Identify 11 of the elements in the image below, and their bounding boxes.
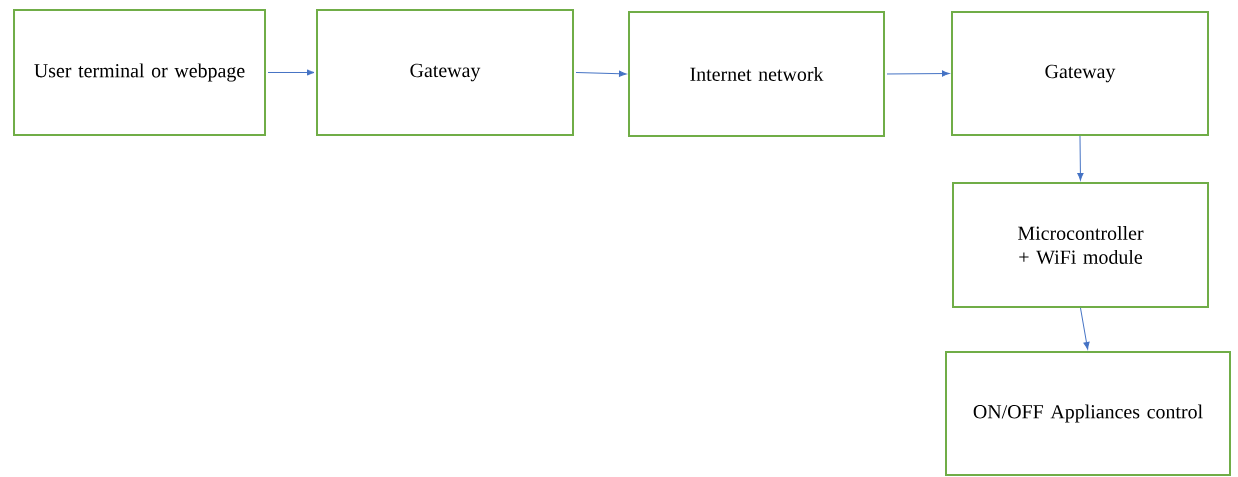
process-box: Gateway — [951, 11, 1209, 136]
process-box: User terminal or webpage — [13, 9, 266, 136]
arrow — [267, 69, 315, 76]
arrow — [1077, 135, 1084, 181]
process-box: ON/OFF Appliances control — [945, 351, 1231, 476]
arrow — [1080, 307, 1090, 350]
process-box: Gateway — [316, 9, 574, 136]
arrow — [886, 70, 950, 77]
arrow — [575, 70, 627, 77]
process-box: Internet network — [628, 11, 885, 137]
process-box: Microcontroller + WiFi module — [952, 182, 1209, 308]
